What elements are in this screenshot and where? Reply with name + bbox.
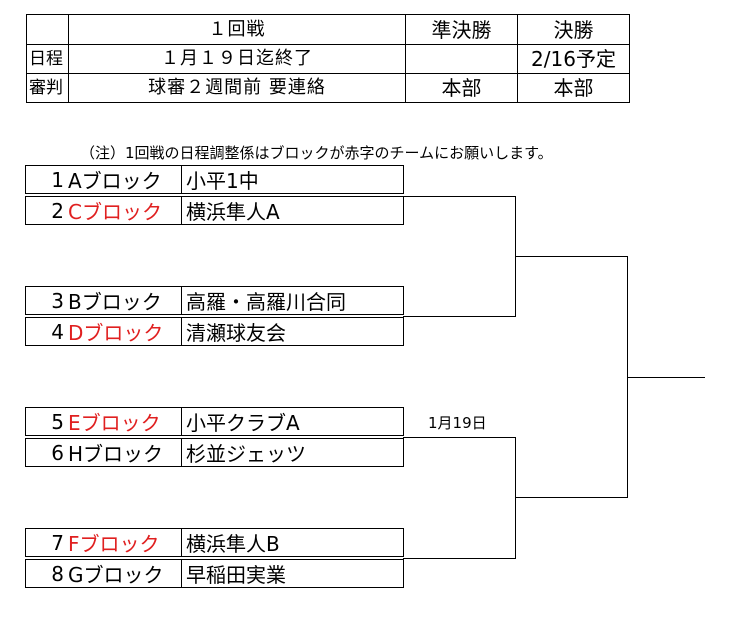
schedule-cell-final-umpire: 本部 [517, 73, 630, 103]
team-number: 1 [51, 167, 64, 192]
schedule-row-umpire: 審判 球審２週間前 要連絡 本部 本部 [26, 73, 630, 103]
schedule-cell-final-date: 2/16予定 [517, 44, 630, 74]
schedule-header-semi: 準決勝 [405, 14, 518, 45]
schedule-cell-semi-umpire: 本部 [405, 73, 518, 103]
schedule-header-row: １回戦 準決勝 決勝 [26, 14, 630, 45]
team-entry-1: 1 Aブロック 小平1中 [25, 165, 404, 194]
schedule-table: １回戦 準決勝 決勝 日程 １月１９日迄終了 2/16予定 審判 球審２週間前 … [26, 14, 630, 103]
team-number: 6 [51, 440, 64, 465]
team-block: Gブロック [66, 560, 182, 587]
team-name: 小平クラブA [186, 411, 300, 435]
team-name: 小平1中 [186, 169, 259, 193]
team-block: Hブロック [66, 439, 182, 466]
team-block: Dブロック [66, 318, 182, 345]
team-entry-8: 8 Gブロック 早稲田実業 [25, 559, 404, 588]
schedule-note: （注）1回戦の日程調整係はブロックが赤字のチームにお願いします。 [80, 144, 553, 162]
team-number: 8 [51, 561, 64, 586]
team-block: Bブロック [66, 287, 182, 314]
team-name: 杉並ジェッツ [186, 442, 306, 466]
team-entry-5: 5 Eブロック 小平クラブA [25, 407, 404, 436]
team-entry-7: 7 Fブロック 横浜隼人B [25, 528, 404, 557]
team-block: Eブロック [66, 408, 182, 435]
schedule-header-round1: １回戦 [68, 14, 406, 45]
bracket-line-r1-a-bottom [403, 316, 515, 317]
bracket-date-label: 1月19日 [428, 414, 487, 432]
team-entry-4: 4 Dブロック 清瀬球友会 [25, 317, 404, 346]
schedule-row-label: 審判 [26, 73, 69, 103]
team-number: 7 [51, 530, 64, 555]
team-block: Cブロック [66, 197, 182, 224]
team-name: 横浜隼人A [186, 200, 280, 224]
team-name: 横浜隼人B [186, 532, 280, 556]
schedule-cell-semi-date [405, 44, 518, 74]
bracket-line-r1-a-top [403, 196, 515, 197]
team-number: 3 [51, 288, 64, 313]
team-name: 清瀬球友会 [186, 321, 286, 345]
schedule-cell-round1-umpire: 球審２週間前 要連絡 [68, 73, 406, 103]
schedule-cell-round1-date: １月１９日迄終了 [68, 44, 406, 74]
team-entry-2: 2 Cブロック 横浜隼人A [25, 196, 404, 225]
bracket-line-semi-top [515, 256, 627, 257]
bracket-line-semi-bottom [515, 497, 627, 498]
team-number: 5 [51, 409, 64, 434]
bracket-line-r1-b-vertical [515, 437, 516, 559]
team-block: Aブロック [66, 166, 182, 193]
team-entry-3: 3 Bブロック 高羅・高羅川合同 [25, 286, 404, 315]
team-number: 4 [51, 319, 64, 344]
schedule-header-blank [26, 14, 69, 45]
bracket-line-r1-b-bottom [403, 558, 515, 559]
bracket-line-final [627, 377, 705, 378]
bracket-line-r1-b-top [403, 437, 515, 438]
team-number: 2 [51, 198, 64, 223]
team-block: Fブロック [66, 529, 182, 556]
team-name: 早稲田実業 [186, 563, 286, 587]
team-name: 高羅・高羅川合同 [186, 290, 346, 314]
schedule-row-dates: 日程 １月１９日迄終了 2/16予定 [26, 44, 630, 74]
schedule-header-final: 決勝 [517, 14, 630, 45]
team-entry-6: 6 Hブロック 杉並ジェッツ [25, 438, 404, 467]
schedule-row-label: 日程 [26, 44, 69, 74]
